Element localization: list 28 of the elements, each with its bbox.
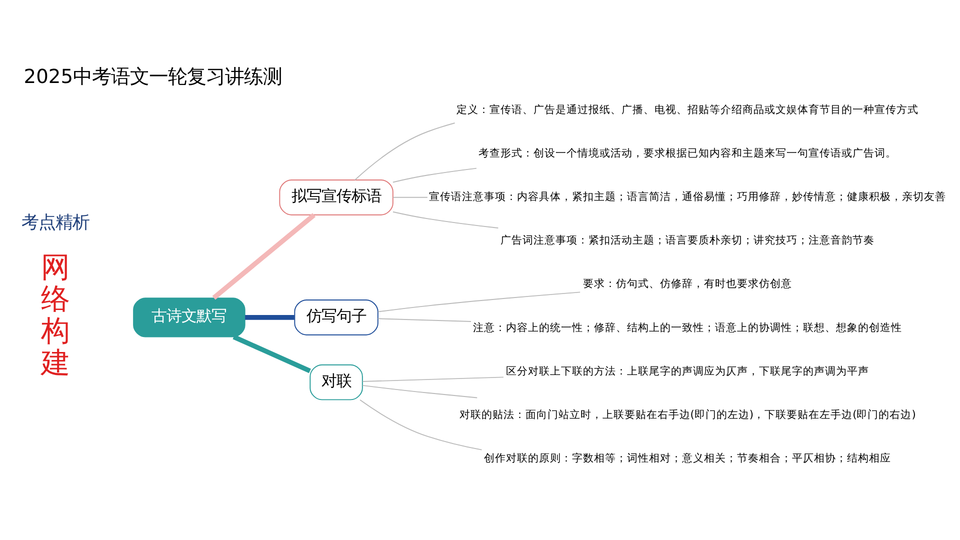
connector — [360, 399, 482, 450]
node-text: 考查形式：创设一个情境或活动，要求根据已知内容和主题来写一句宣传语或广告词。 — [478, 146, 897, 160]
connector — [212, 213, 316, 300]
connector — [245, 315, 294, 320]
connector — [378, 292, 581, 312]
node-text: 广告词注意事项：紧扣活动主题；语言要质朴亲切；讲究技巧；注意音韵节奏 — [500, 234, 875, 247]
connector — [232, 334, 311, 374]
diagram-title: 2025中考语文一轮复习讲练测 — [24, 65, 282, 88]
connector — [362, 376, 504, 382]
node-box: 对联 — [310, 364, 363, 400]
node-box: 古诗文默写 — [133, 298, 246, 338]
node-text: 要求：仿句式、仿修辞，有时也要求仿创意 — [583, 277, 792, 290]
node-text: 定义：宣传语、广告是通过报纸、广播、电视、招贴等介绍商品或文娱体育节目的一种宣传方式 — [456, 103, 919, 116]
connector — [392, 211, 499, 228]
node-text: 区分对联上下联的方法：上联尾字的声调应为仄声，下联尾字的声调为平声 — [506, 364, 870, 378]
connector — [378, 318, 472, 322]
connector — [392, 196, 428, 198]
node-box: 仿写句子 — [294, 300, 378, 336]
node-text: 对联的贴法：面向门站立时，上联要贴在右手边(即门的左边)，下联要贴在左手边(即门的右边) — [459, 408, 916, 421]
node-text: 宣传语注意事项：内容具体，紧扣主题；语言简洁，通俗易懂；巧用修辞，妙传情意；健康积极，亲切友善 — [429, 190, 946, 204]
node-box: 拟写宣传标语 — [279, 180, 394, 216]
node-text: 注意：内容上的统一性；修辞、结构上的一致性；语意上的协调性；联想、想象的创造性 — [473, 320, 902, 334]
node-text: 创作对联的原则：字数相等；词性相对；意义相关；节奏相合；平仄相协；结构相应 — [484, 451, 892, 464]
connector — [362, 384, 478, 398]
connector — [392, 168, 477, 183]
label: 网络构建 — [41, 250, 70, 380]
connector — [354, 122, 456, 180]
label: 考点精析 — [22, 212, 90, 233]
